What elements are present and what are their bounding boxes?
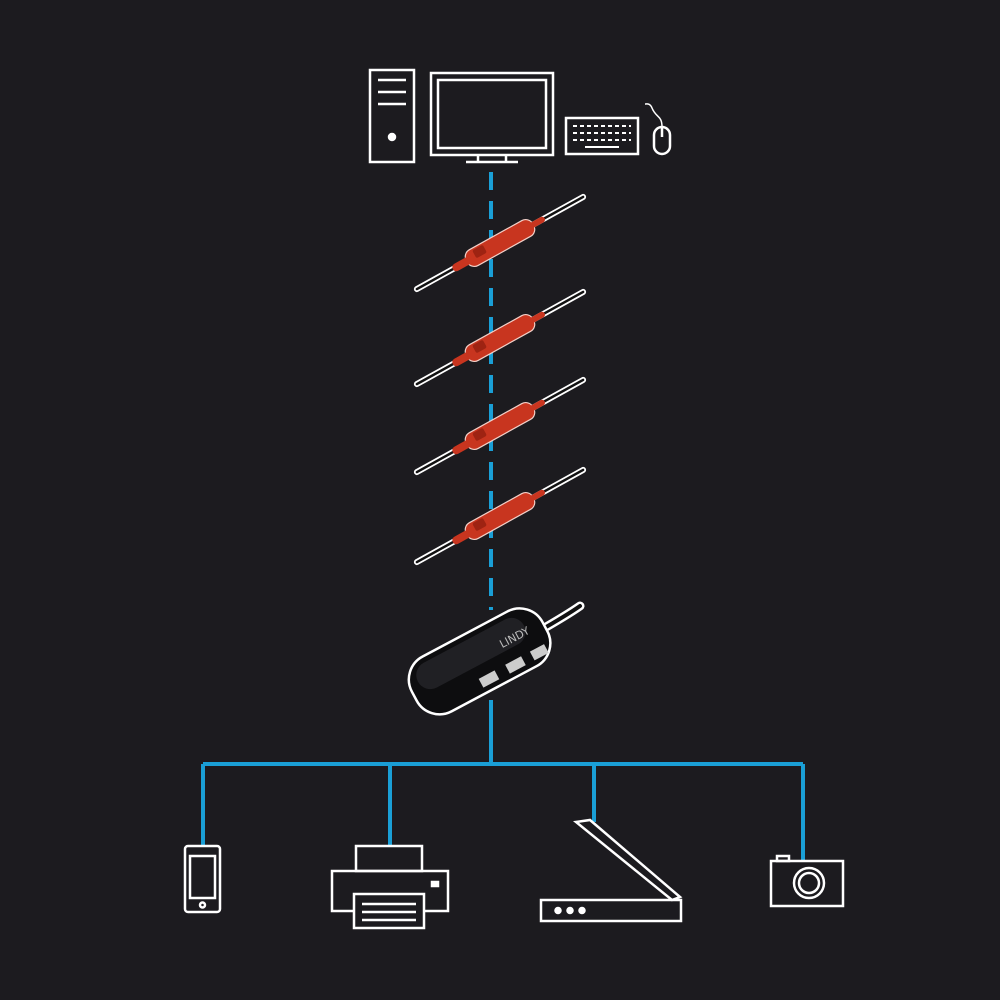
active-extension-cables (413, 193, 587, 566)
usb-hub: LINDY (407, 601, 585, 716)
mouse-icon (644, 103, 672, 156)
keyboard-icon (564, 116, 640, 156)
camera-icon (769, 854, 845, 908)
printer-icon (330, 844, 450, 930)
extension-cable-1 (413, 193, 587, 293)
smartphone-icon (183, 844, 222, 914)
monitor-icon (429, 71, 555, 164)
usb-ports (478, 644, 549, 688)
extension-cable-3 (413, 376, 587, 476)
scanner-icon (539, 818, 683, 923)
devices (183, 818, 845, 930)
extension-cable-4 (413, 466, 587, 566)
extension-cable-2 (413, 288, 587, 388)
host-computer (368, 68, 672, 164)
pc-tower-icon (368, 68, 416, 164)
